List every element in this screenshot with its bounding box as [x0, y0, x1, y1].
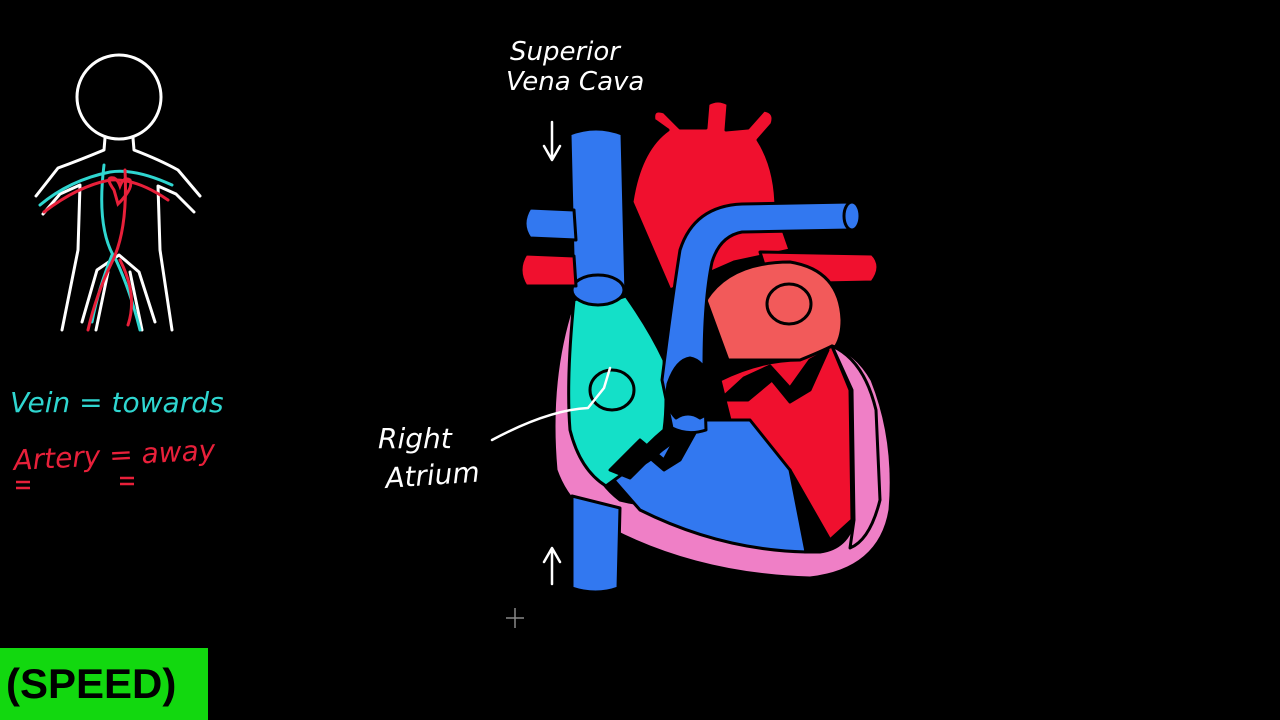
right-label-line2: Atrium: [382, 455, 481, 495]
mitral-valve: [718, 348, 830, 404]
pulmonary-valve: [665, 356, 717, 420]
svc-opening: [570, 273, 626, 307]
pulmonary-vein-left: [519, 252, 578, 288]
figure-head: [75, 53, 163, 141]
heart-wall-right-edge: [830, 344, 882, 550]
left-atrium-opening: [765, 282, 813, 326]
right-atrium-pointer: [490, 366, 612, 442]
svc-arrow-down: [542, 120, 562, 162]
artery-underline-marks: [16, 476, 134, 490]
inferior-vena-cava: [570, 494, 622, 594]
speed-badge: (SPEED): [0, 648, 208, 720]
annotations: [490, 120, 612, 586]
figure-vessels: [38, 163, 174, 332]
figure-heart: [107, 176, 133, 207]
heart: [519, 99, 893, 594]
tricuspid-valve: [608, 422, 702, 480]
figure-body-outline: [34, 136, 202, 332]
ivc-arrow-up: [542, 546, 562, 586]
vein-rule: Vein = towards: [10, 386, 224, 419]
pulmonary-artery-right-end: [842, 200, 862, 232]
superior-label-line2: Vena Cava: [506, 67, 644, 97]
aorta: [630, 99, 792, 292]
pulmonary-artery-left-branch: [523, 206, 578, 242]
cursor-crosshair-icon: [506, 608, 524, 628]
figure-legs-inner: [94, 270, 144, 332]
coronary-sinus-opening: [588, 368, 636, 412]
artery-rule: Artery = away: [11, 433, 217, 477]
right-label-line1: Right: [378, 422, 453, 455]
superior-label-line1: Superior: [510, 37, 622, 67]
stick-figure: [34, 53, 202, 332]
